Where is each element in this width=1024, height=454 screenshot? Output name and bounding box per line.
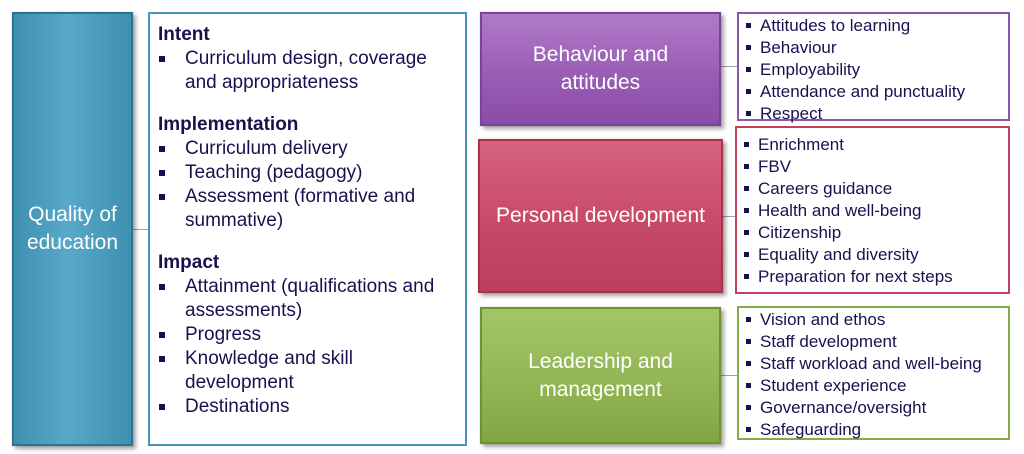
connector-quality xyxy=(133,229,148,230)
personal-development-box: Personal development xyxy=(478,139,723,293)
quality-details-panel: Intent Curriculum design, coverage and a… xyxy=(148,12,467,446)
list-item: Progress xyxy=(158,323,457,347)
implementation-list: Curriculum delivery Teaching (pedagogy) … xyxy=(158,137,457,233)
personal-list: Enrichment FBV Careers guidance Health a… xyxy=(743,134,1002,288)
leadership-list: Vision and ethos Staff development Staff… xyxy=(745,309,1002,441)
list-item: Equality and diversity xyxy=(743,244,1002,266)
list-item: Staff development xyxy=(745,331,1002,353)
connector-personal xyxy=(723,216,735,217)
leadership-title: Leadership and management xyxy=(528,349,673,401)
list-item: Staff workload and well-being xyxy=(745,353,1002,375)
leadership-details-panel: Vision and ethos Staff development Staff… xyxy=(737,306,1010,440)
list-item: Attitudes to learning xyxy=(745,15,1002,37)
implementation-heading: Implementation xyxy=(158,114,299,135)
quality-of-education-box: Quality of education xyxy=(12,12,133,446)
behaviour-title: Behaviour and attitudes xyxy=(532,43,669,94)
connector-leadership xyxy=(721,375,737,376)
list-item: Behaviour xyxy=(745,37,1002,59)
list-item: Enrichment xyxy=(743,134,1002,156)
connector-behaviour xyxy=(721,66,737,67)
quality-title: Quality of education xyxy=(26,203,119,254)
behaviour-list: Attitudes to learning Behaviour Employab… xyxy=(745,15,1002,125)
list-item: Governance/oversight xyxy=(745,397,1002,419)
list-item: Assessment (formative and summative) xyxy=(158,185,457,233)
list-item: Employability xyxy=(745,59,1002,81)
list-item: Attainment (qualifications and assessmen… xyxy=(158,275,457,323)
list-item: Health and well-being xyxy=(743,200,1002,222)
list-item: Preparation for next steps xyxy=(743,266,1002,288)
list-item: Citizenship xyxy=(743,222,1002,244)
list-item: Careers guidance xyxy=(743,178,1002,200)
intent-list: Curriculum design, coverage and appropri… xyxy=(158,47,457,95)
list-item: Attendance and punctuality xyxy=(745,81,1002,103)
impact-list: Attainment (qualifications and assessmen… xyxy=(158,275,457,419)
leadership-and-management-box: Leadership and management xyxy=(480,307,721,444)
list-item: Safeguarding xyxy=(745,419,1002,441)
personal-title: Personal development xyxy=(496,204,705,227)
list-item: Teaching (pedagogy) xyxy=(158,161,457,185)
list-item: Curriculum delivery xyxy=(158,137,457,161)
list-item: Knowledge and skill development xyxy=(158,347,457,395)
behaviour-details-panel: Attitudes to learning Behaviour Employab… xyxy=(737,12,1010,123)
behaviour-and-attitudes-box: Behaviour and attitudes xyxy=(480,12,721,126)
personal-details-panel: Enrichment FBV Careers guidance Health a… xyxy=(735,126,1010,294)
list-item: Vision and ethos xyxy=(745,309,1002,331)
list-item: Destinations xyxy=(158,395,457,419)
list-item: FBV xyxy=(743,156,1002,178)
impact-heading: Impact xyxy=(158,252,220,273)
list-item: Curriculum design, coverage and appropri… xyxy=(158,47,457,95)
list-item: Respect xyxy=(745,103,1002,125)
list-item: Student experience xyxy=(745,375,1002,397)
intent-heading: Intent xyxy=(158,24,210,45)
